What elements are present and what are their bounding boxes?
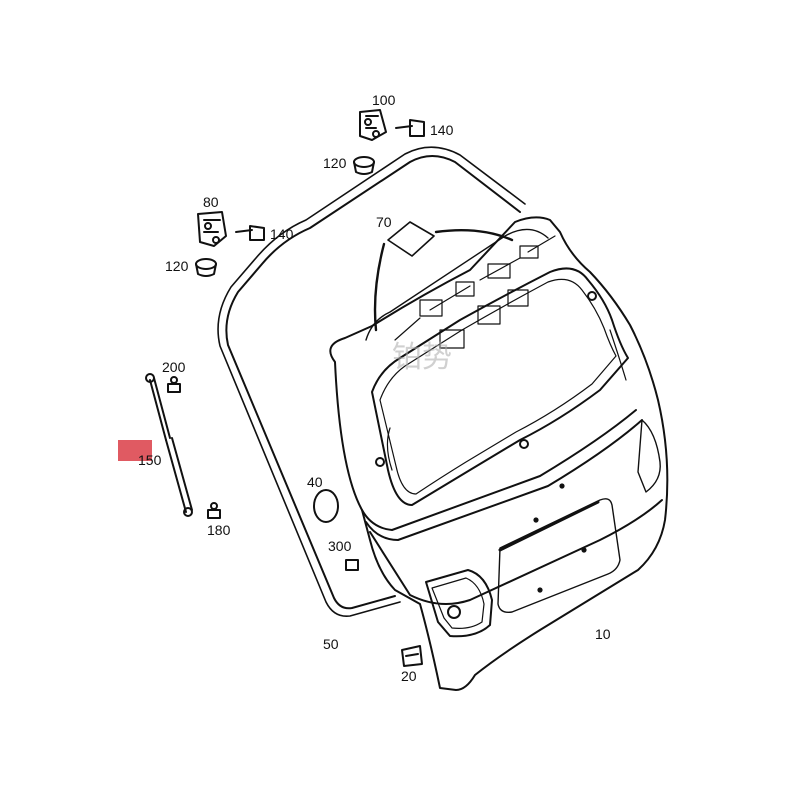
cover-40 xyxy=(313,489,339,523)
callout-70: 70 xyxy=(376,214,392,230)
window-glass xyxy=(365,221,549,341)
callout-20: 20 xyxy=(401,668,417,684)
callout-200: 200 xyxy=(162,359,186,375)
hinge-100 xyxy=(359,109,387,141)
bolt-140-top xyxy=(395,119,425,137)
callout-120-top: 120 xyxy=(323,155,347,171)
callout-120-left: 120 xyxy=(165,258,189,274)
bolt-140-left xyxy=(235,225,265,241)
weatherstrip-seal xyxy=(217,146,526,618)
callout-50: 50 xyxy=(323,636,339,652)
callout-10: 10 xyxy=(595,626,611,642)
ball-stud-180 xyxy=(207,502,221,519)
callout-300: 300 xyxy=(328,538,352,554)
hinge-80 xyxy=(197,211,227,247)
callout-150: 150 xyxy=(138,452,162,468)
callout-100: 100 xyxy=(372,92,396,108)
grommet-120-left xyxy=(195,258,217,277)
callout-140-left: 140 xyxy=(270,226,294,242)
tailgate-panel xyxy=(329,216,669,691)
grommet-120-top xyxy=(353,156,375,175)
callout-80: 80 xyxy=(203,194,219,210)
clip-300 xyxy=(345,559,359,571)
leader-lines-70 xyxy=(373,229,514,332)
gas-strut-150 xyxy=(145,373,193,517)
highlight-marker xyxy=(118,440,152,461)
watermark: 铂势 xyxy=(392,340,452,375)
callout-40: 40 xyxy=(307,474,323,490)
bump-stop-20 xyxy=(401,645,423,667)
callout-180: 180 xyxy=(207,522,231,538)
ball-stud-200 xyxy=(167,376,181,393)
callout-140-top: 140 xyxy=(430,122,454,138)
